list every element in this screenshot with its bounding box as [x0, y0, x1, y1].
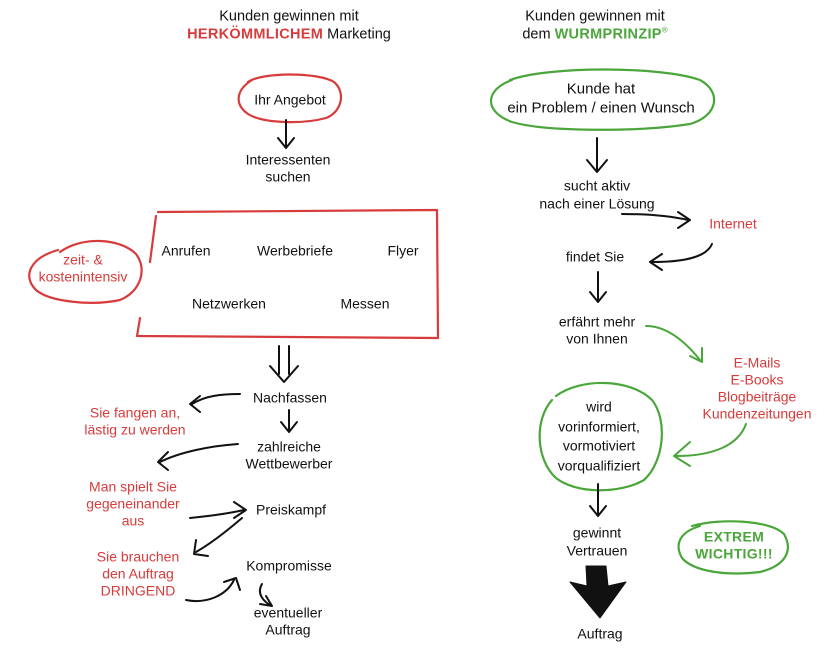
- left-heading-line1: Kunden gewinnen mit: [219, 8, 359, 25]
- problem-line1: Kunde hat: [566, 80, 636, 98]
- arrow-informed-to-trust: [589, 483, 607, 517]
- cost-line1: zeit- &: [63, 251, 103, 268]
- content-newsletters: Kundenzeitungen: [702, 405, 812, 422]
- followup-node: Nachfassen: [253, 389, 327, 406]
- played-line2: gegeneinander: [86, 495, 180, 512]
- arrow-finds-to-learns: [589, 271, 607, 303]
- annoying-line2: lästig zu werden: [84, 421, 186, 438]
- pricewar-node: Preiskampf: [255, 501, 327, 518]
- learns-line2: von Ihnen: [566, 330, 628, 347]
- method-flyer: Flyer: [387, 242, 419, 259]
- informed-line3: vormotiviert: [562, 437, 636, 454]
- right-heading-keyword: WURMPRINZIP: [554, 26, 662, 43]
- search-line1: sucht aktiv: [563, 177, 631, 194]
- registered-mark: ®: [661, 25, 668, 35]
- right-heading-line1: Kunden gewinnen mit: [525, 8, 665, 25]
- arrow-internet-to-finds: [649, 243, 713, 271]
- problem-outline: [489, 68, 716, 131]
- arrow-need-to-compromises: [185, 577, 241, 602]
- cost-line2: kostenintensiv: [38, 268, 128, 285]
- method-fairs: Messen: [340, 295, 390, 312]
- offer-outline: [237, 73, 343, 124]
- search-line2: nach einer Lösung: [539, 195, 655, 212]
- methods-box: [135, 208, 440, 340]
- informed-outline: [538, 381, 663, 492]
- arrow-offer-to-prospects: [277, 119, 295, 149]
- need-line1: Sie brauchen: [96, 548, 180, 565]
- important-outline: [677, 520, 789, 575]
- arrow-followup-to-annoying: [189, 393, 241, 413]
- arrow-played-to-pricewar: [189, 501, 247, 519]
- informed-line4: vorqualifiziert: [557, 457, 641, 474]
- left-heading-line2: HERKÖMMLICHEM Marketing: [187, 26, 391, 45]
- competitors-line1: zahlreiche: [257, 438, 321, 455]
- informed-line2: vorinformiert,: [558, 418, 640, 435]
- prospects-line1: Interessenten: [245, 151, 331, 168]
- important-line2: WICHTIG!!!: [695, 545, 773, 562]
- arrow-content-to-informed: [673, 423, 747, 467]
- played-line3: aus: [121, 512, 145, 529]
- trust-line2: Vertrauen: [566, 542, 628, 559]
- left-heading-suffix: Marketing: [323, 26, 391, 43]
- offer-node: Ihr Angebot: [254, 91, 326, 108]
- method-letters: Werbebriefe: [256, 242, 334, 259]
- problem-line2: ein Problem / einen Wunsch: [507, 99, 695, 117]
- cost-outline: [28, 239, 143, 304]
- left-heading-keyword: HERKÖMMLICHEM: [187, 26, 324, 43]
- arrow-problem-to-search: [586, 137, 608, 173]
- arrow-pricewar-to-need: [193, 517, 243, 557]
- arrow-search-to-internet: [621, 211, 691, 229]
- trust-line1: gewinnt: [572, 524, 622, 541]
- finds-node: findet Sie: [565, 248, 625, 265]
- content-blog: Blogbeiträge: [717, 388, 797, 405]
- arrow-learns-to-content: [645, 325, 703, 363]
- learns-line1: erfährt mehr: [558, 313, 636, 330]
- internet-node: Internet: [709, 215, 757, 232]
- method-calls: Anrufen: [161, 242, 211, 259]
- maybe-order-line1: eventueller: [253, 604, 323, 621]
- need-line3: DRINGEND: [100, 582, 176, 599]
- arrow-methods-to-followup: [269, 345, 299, 383]
- content-ebooks: E-Books: [730, 371, 784, 388]
- arrow-compromises-to-order: [258, 583, 273, 607]
- arrow-followup-to-competitors: [280, 409, 298, 433]
- right-heading-line2: dem WURMPRINZIP®: [522, 26, 667, 45]
- method-networking: Netzwerken: [192, 295, 266, 312]
- competitors-line2: Wettbewerber: [245, 455, 333, 472]
- annoying-line1: Sie fangen an,: [89, 404, 181, 421]
- played-line1: Man spielt Sie: [89, 478, 177, 495]
- content-emails: E-Mails: [733, 354, 781, 371]
- maybe-order-line2: Auftrag: [265, 621, 311, 638]
- arrow-competitors-to-played: [157, 443, 239, 471]
- compromises-node: Kompromisse: [246, 557, 332, 574]
- prospects-line2: suchen: [265, 168, 311, 185]
- important-line1: EXTREM: [703, 528, 765, 545]
- right-heading-prefix: dem: [522, 26, 555, 43]
- need-line2: den Auftrag: [102, 565, 174, 582]
- informed-line1: wird: [586, 398, 612, 415]
- big-order-arrow: [569, 565, 627, 619]
- order-node: Auftrag: [577, 625, 623, 642]
